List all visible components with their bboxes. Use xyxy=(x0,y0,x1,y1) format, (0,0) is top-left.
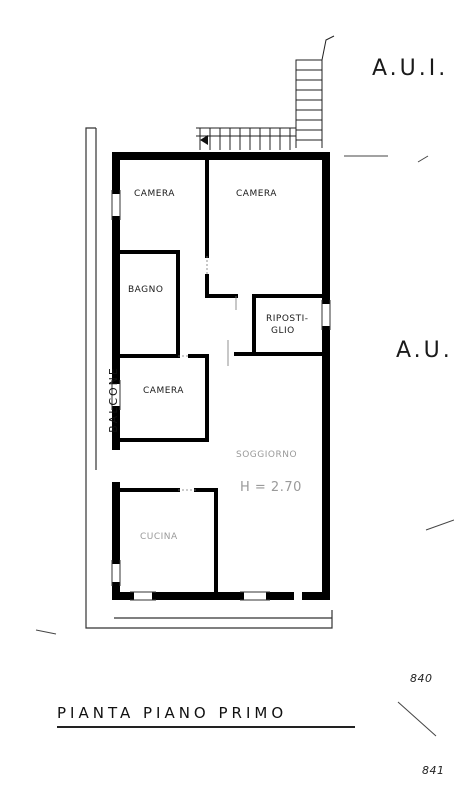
margin-marks xyxy=(35,155,454,737)
room-label-ripostiglio-2: GLIO xyxy=(271,326,295,336)
plan-title: PIANTA PIANO PRIMO xyxy=(57,704,288,722)
room-label-ripostiglio-1: RIPOSTI- xyxy=(266,314,309,324)
balcony-outline xyxy=(85,127,333,629)
room-label-camera-middle: CAMERA xyxy=(143,386,184,396)
stair-arrow-icon xyxy=(200,135,208,145)
room-label-camera-top-right: CAMERA xyxy=(236,189,277,199)
room-label-soggiorno: SOGGIORNO xyxy=(236,450,298,460)
parcel-number-840: 840 xyxy=(410,672,433,685)
room-label-cucina: CUCINA xyxy=(140,532,178,542)
annotation-aui-top: A.U.I. xyxy=(372,56,449,81)
room-height-soggiorno: H = 2.70 xyxy=(240,480,302,495)
door-marks xyxy=(178,256,237,491)
annotation-au-mid: A.U. xyxy=(396,338,453,363)
staircase xyxy=(196,35,335,150)
balcony-label: BALCONE xyxy=(106,366,120,433)
exterior-walls xyxy=(112,152,330,600)
window-marks xyxy=(111,190,331,601)
parcel-number-841: 841 xyxy=(422,764,445,777)
room-label-camera-top-left: CAMERA xyxy=(134,189,175,199)
interior-walls xyxy=(116,156,328,592)
title-underline xyxy=(57,726,355,728)
room-label-bagno: BAGNO xyxy=(128,285,164,295)
